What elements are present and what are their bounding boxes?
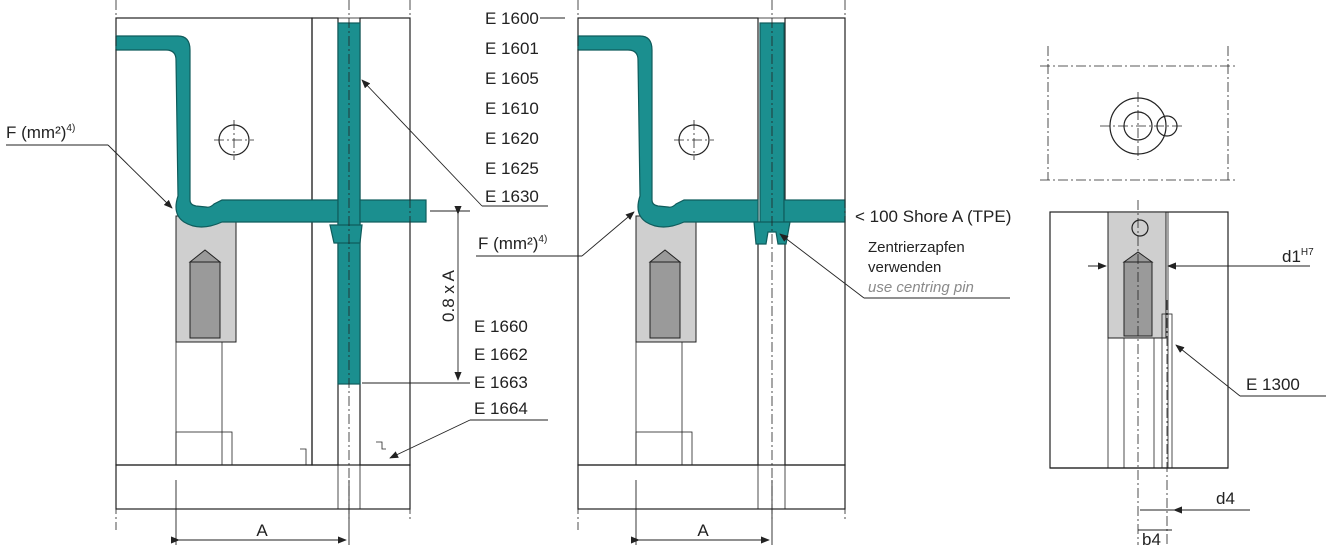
right-top-view — [1040, 46, 1236, 181]
svg-text:d4: d4 — [1216, 489, 1235, 508]
svg-text:d1H7: d1H7 — [1282, 247, 1314, 266]
svg-text:verwenden: verwenden — [868, 259, 941, 276]
svg-text:E 1660: E 1660 — [474, 317, 528, 336]
cooling-channel-mid — [577, 35, 759, 228]
label-dim-a-left: A — [256, 521, 268, 540]
svg-text:E 1663: E 1663 — [474, 373, 528, 392]
svg-text:< 100 Shore A (TPE): < 100 Shore A (TPE) — [855, 207, 1011, 226]
svg-text:F (mm²)4): F (mm²)4) — [6, 123, 75, 142]
cooling-channel-left — [115, 35, 339, 228]
dim-a-left: A — [170, 480, 350, 545]
right-labels: d1H7 E 1300 d4 b4 — [1088, 247, 1326, 545]
label-f-mid: F (mm²)4) — [476, 211, 635, 257]
svg-text:Zentrierzapfen: Zentrierzapfen — [868, 239, 965, 256]
notes-mid: < 100 Shore A (TPE) Zentrierzapfen verwe… — [779, 207, 1011, 299]
svg-text:E 1601: E 1601 — [485, 39, 539, 58]
e-bottom-list: E 1660 E 1662 E 1663 E 1664 — [389, 317, 548, 459]
label-f-left: F (mm²)4) — [6, 123, 173, 209]
svg-text:E 1300: E 1300 — [1246, 375, 1300, 394]
dim-a-mid: A — [630, 480, 773, 545]
dim-08xa: 0.8 x A — [362, 205, 470, 384]
svg-text:E 1605: E 1605 — [485, 69, 539, 88]
svg-text:E 1664: E 1664 — [474, 399, 528, 418]
svg-text:E 1620: E 1620 — [485, 129, 539, 148]
e-top-list: E 1600 E 1601 E 1605 E 1610 E 1620 E 162… — [361, 9, 565, 207]
svg-text:b4: b4 — [1142, 530, 1161, 545]
svg-text:use centring pin: use centring pin — [868, 279, 974, 296]
svg-text:E 1625: E 1625 — [485, 159, 539, 178]
left-view — [115, 0, 427, 530]
svg-text:E 1662: E 1662 — [474, 345, 528, 364]
svg-text:E 1600: E 1600 — [485, 9, 539, 28]
label-dim-a-mid: A — [697, 521, 709, 540]
middle-view — [577, 0, 846, 530]
label-dim-08xa: 0.8 x A — [439, 269, 458, 322]
right-section-view — [1049, 200, 1229, 545]
svg-text:E 1630: E 1630 — [485, 187, 539, 206]
svg-text:F (mm²)4): F (mm²)4) — [478, 234, 547, 253]
svg-text:E 1610: E 1610 — [485, 99, 539, 118]
